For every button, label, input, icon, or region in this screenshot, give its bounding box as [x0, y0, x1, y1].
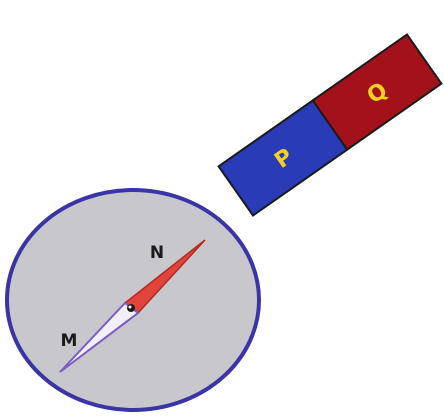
compass-pivot-highlight [129, 306, 132, 309]
compass-label-m: M [61, 331, 78, 351]
compass-label-n: N [150, 243, 164, 263]
compass: N M [7, 190, 259, 410]
bar-magnet: P Q [219, 34, 442, 215]
